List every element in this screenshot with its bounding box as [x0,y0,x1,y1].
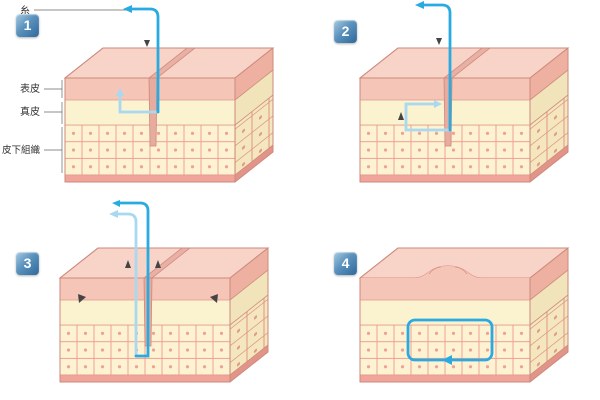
panel-2: 2 [300,0,600,200]
subcutaneous-label: 皮下組織 [2,144,41,156]
layer-labels [34,9,126,173]
panel-4-badge: 4 [334,252,357,275]
thread-light-segment [118,93,160,114]
thread-dark-arrow-icon [123,5,132,13]
panel-2-badge: 2 [334,20,357,43]
thread-light-arrow-icon [109,210,118,218]
direction-down-arrow-icon [436,38,442,45]
thread-light-arrow-icon [434,100,442,108]
panel-4-diagram [359,247,569,383]
skin-block-open [359,47,569,183]
direction-down-arrow-icon [144,40,150,47]
suture-thread [116,5,160,114]
panel-1-badge: 1 [16,14,39,37]
tissue-inward-arrow-icon [210,294,218,303]
tissue-inward-arrow-icon [78,294,86,303]
skin-block-open [64,47,274,183]
direction-up-arrow-icon [155,260,161,268]
skin-block-open [59,247,269,383]
skin-block-closed [359,247,569,383]
panel-3: 3 [0,200,300,400]
epidermis-label: 表皮 [20,82,40,95]
thread-dark-segment [118,201,150,358]
thread-dark-arrow-icon [442,355,452,365]
suture-thread [398,1,452,132]
dermis-label: 真皮 [20,105,40,118]
suture-thread [78,200,218,358]
panel-3-badge: 3 [16,252,39,275]
panel-4: 4 [300,200,600,400]
panel-1-diagram: 糸 表皮 真皮 皮下組織 [2,5,274,183]
suture-thread [406,318,494,365]
thread-dark-segment [130,7,160,114]
panel-1: 1 糸 表皮 真皮 皮下組織 [0,0,300,200]
panel-2-diagram [359,1,569,183]
thread-light-arrow-icon [116,88,124,96]
direction-up-arrow-icon [125,260,131,268]
thread-dark-arrow-icon [415,1,424,9]
thread-light-segment [116,212,138,358]
thread-light-segment [404,102,452,132]
thread-dark-arrow-icon [112,200,120,207]
thread-label: 糸 [20,5,30,17]
thread-dark-segment [422,3,452,132]
direction-up-arrow-icon [398,112,404,120]
panel-3-diagram [59,200,269,383]
